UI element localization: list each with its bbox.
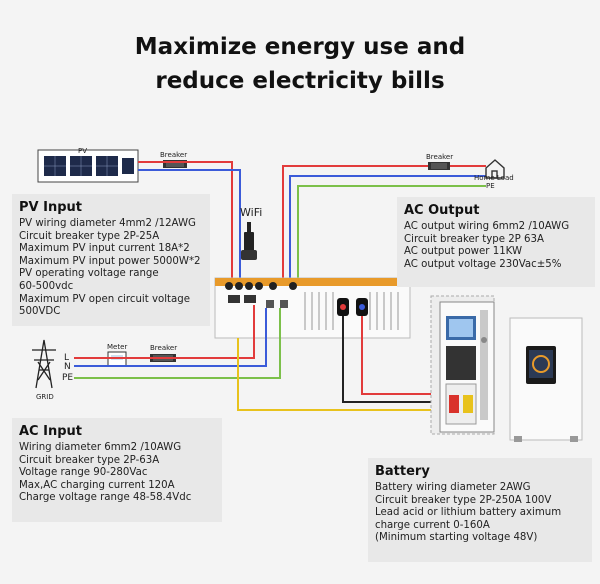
title-line-2: reduce electricity bills [155, 68, 445, 94]
ac-output-heading: AC Output [404, 203, 480, 218]
grid-tower-icon [32, 339, 56, 389]
pv-input-line: PV operating voltage range [19, 268, 159, 280]
ac-output-panel: AC Output AC output wiring 6mm2 /10AWG C… [397, 197, 595, 287]
ac-output-line: AC output voltage 230Vac±5% [404, 258, 562, 270]
ac-input-line: Circuit breaker type 2P-63A [19, 454, 160, 466]
ac-output-wires [282, 165, 486, 282]
ac-input-line: Voltage range 90-280Vac [19, 467, 148, 479]
pv-input-heading: PV Input [19, 200, 82, 215]
pv-breaker-label: Breaker [160, 151, 188, 159]
battery-line: Circuit breaker type 2P-250A 100V [375, 494, 552, 506]
pv-wires [138, 161, 241, 282]
meter-label: Meter [107, 343, 128, 351]
grid-l-label: L [64, 353, 70, 363]
battery-heading: Battery [375, 464, 430, 479]
pv-input-line: Maximum PV input current 18A*2 [19, 243, 190, 255]
ac-input-wires [74, 305, 281, 379]
pv-input-panel: PV Input PV wiring diameter 4mm2 /12AWG … [12, 194, 210, 326]
battery-line: Battery wiring diameter 2AWG [375, 482, 531, 493]
battery-wires [237, 316, 447, 411]
pv-input-line: Maximum PV open circuit voltage [19, 293, 191, 305]
battery-line: Lead acid or lithium battery aximum [375, 507, 562, 519]
grid-n-label: N [64, 362, 71, 372]
ac-output-breaker [428, 162, 450, 170]
battery-unit [509, 317, 583, 442]
pv-breaker [163, 160, 187, 168]
wifi-dongle-icon [241, 222, 257, 260]
output-breaker-label: Breaker [426, 153, 454, 161]
ac-output-line: Circuit breaker type 2P 63A [404, 233, 544, 245]
solar-panel-array [37, 149, 139, 183]
ac-output-line: AC output power 11KW [404, 246, 523, 258]
grid-label: GRID [36, 393, 54, 401]
pv-input-line: 500VDC [19, 306, 61, 318]
title-line-1: Maximize energy use and [134, 34, 466, 60]
wifi-label: WiFi [240, 206, 263, 219]
pv-input-line: Maximum PV input power 5000W*2 [19, 255, 201, 267]
grid-breaker-label: Breaker [150, 344, 178, 352]
home-icon [485, 159, 505, 179]
home-load-label: Home Load [474, 174, 514, 182]
ac-input-line: Wiring diameter 6mm2 /10AWG [19, 442, 182, 453]
home-pe-label: PE [486, 182, 495, 190]
pv-input-line: Circuit breaker type 2P-25A [19, 230, 160, 242]
ac-input-heading: AC Input [19, 424, 82, 439]
battery-line: (Minimum starting voltage 48V) [375, 532, 538, 544]
pv-input-line: PV wiring diameter 4mm2 /12AWG [19, 218, 196, 229]
battery-panel: Battery Battery wiring diameter 2AWG Cir… [368, 458, 592, 562]
pv-label: PV [78, 147, 88, 155]
ac-input-line: Charge voltage range 48-58.4Vdc [19, 492, 192, 504]
battery-breaker-cabinet [430, 295, 495, 435]
battery-line: charge current 0-160A [375, 519, 490, 531]
ac-output-line: AC output wiring 6mm2 /10AWG [404, 221, 570, 232]
pv-input-line: 60-500vdc [19, 280, 74, 292]
inverter [214, 277, 411, 339]
page-title: Maximize energy use and reduce electrici… [0, 30, 600, 98]
grid-pe-label: PE [62, 373, 74, 383]
ac-input-panel: AC Input Wiring diameter 6mm2 /10AWG Cir… [12, 418, 222, 522]
ac-input-line: Max,AC charging current 120A [19, 479, 175, 491]
